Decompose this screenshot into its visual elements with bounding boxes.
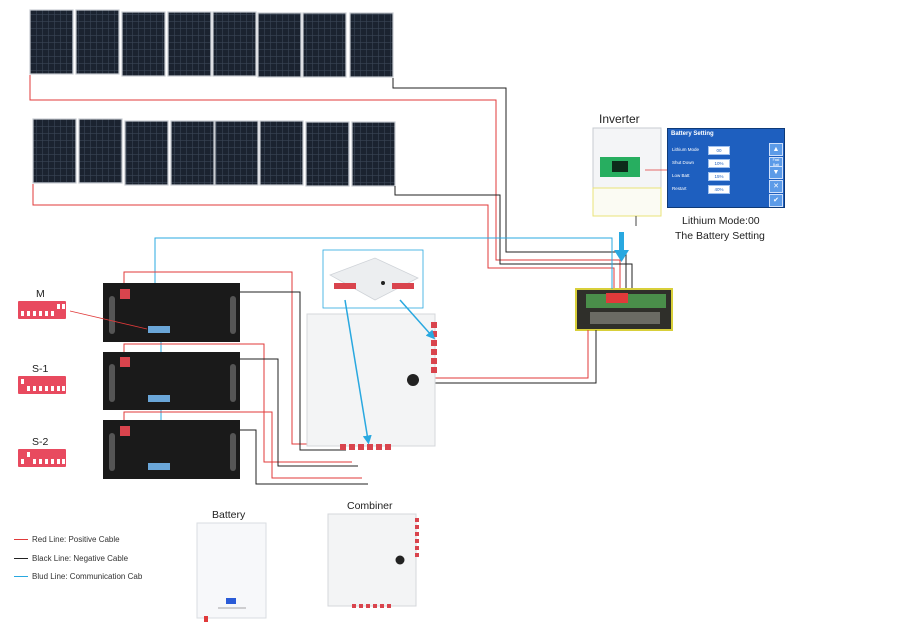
- battery-rack: [103, 283, 240, 479]
- dip-s1-label: S-1: [32, 363, 49, 375]
- screen-row-label: Low Batt: [672, 173, 690, 178]
- screen-row-label: Restart: [672, 186, 687, 191]
- legend-positive-text: Red Line: Positive Cable: [32, 535, 120, 544]
- up-arrow-button[interactable]: ▲: [769, 143, 783, 156]
- screen-row-value: 15%: [708, 172, 730, 181]
- screen-row-label: Shut Down: [672, 160, 695, 165]
- combiner-illustration: [327, 513, 419, 608]
- confirm-button[interactable]: ✔: [769, 194, 783, 207]
- screen-row-label: Lithium Mode: [672, 147, 700, 152]
- battery-setting-caption: The Battery Setting: [675, 230, 765, 242]
- dip-switch-m: [18, 301, 66, 319]
- inverter-terminal-board: [575, 288, 673, 331]
- inverter-label: Inverter: [599, 112, 640, 126]
- down-arrow-button[interactable]: ▼: [769, 166, 783, 179]
- legend-communication: Blud Line: Communication Cab: [14, 572, 142, 581]
- screen-row-value: 10%: [708, 159, 730, 168]
- combiner-to-inverter-wiring: [434, 330, 597, 384]
- dip-m-label: M: [36, 288, 45, 300]
- combiner-detail-arrows: [344, 299, 435, 445]
- pv-wiring: [29, 75, 633, 290]
- screen-title: Battery Setting: [671, 131, 714, 137]
- legend-communication-text: Blud Line: Communication Cab: [32, 572, 143, 581]
- dip-s2-label: S-2: [32, 436, 49, 448]
- legend-negative-text: Black Line: Negative Cable: [32, 554, 129, 563]
- battery-label: Battery: [212, 509, 246, 521]
- solar-panel-row-1: [29, 9, 394, 78]
- lithium-mode-label: Lithium Mode:00: [682, 215, 760, 227]
- legend-negative: Black Line: Negative Cable: [14, 554, 128, 563]
- dip-switch-s2: [18, 449, 66, 467]
- screen-row-value: 40%: [708, 185, 730, 194]
- screen-row-value: 00: [708, 146, 730, 155]
- battery-illustration: [196, 522, 267, 622]
- inverter-unit: [592, 127, 667, 226]
- combiner-label: Combiner: [347, 500, 393, 512]
- legend-positive: Red Line: Positive Cable: [14, 535, 120, 544]
- legend-positive-swatch: [14, 539, 28, 540]
- solar-panel-row-2: [32, 118, 396, 187]
- legend-negative-swatch: [14, 558, 28, 559]
- combiner-box-main: [306, 313, 437, 450]
- battery-wiring: [123, 271, 368, 485]
- combiner-detail-top: [322, 249, 424, 309]
- legend-communication-swatch: [14, 576, 28, 577]
- battery-setting-screen: Battery Setting Lithium Mode 00 Shut Dow…: [667, 128, 785, 208]
- cancel-button[interactable]: ✕: [769, 180, 783, 193]
- inverter-comm-arrow: [614, 232, 629, 262]
- dip-switch-s1: [18, 376, 66, 394]
- dip-m-pointer-line: [69, 310, 148, 330]
